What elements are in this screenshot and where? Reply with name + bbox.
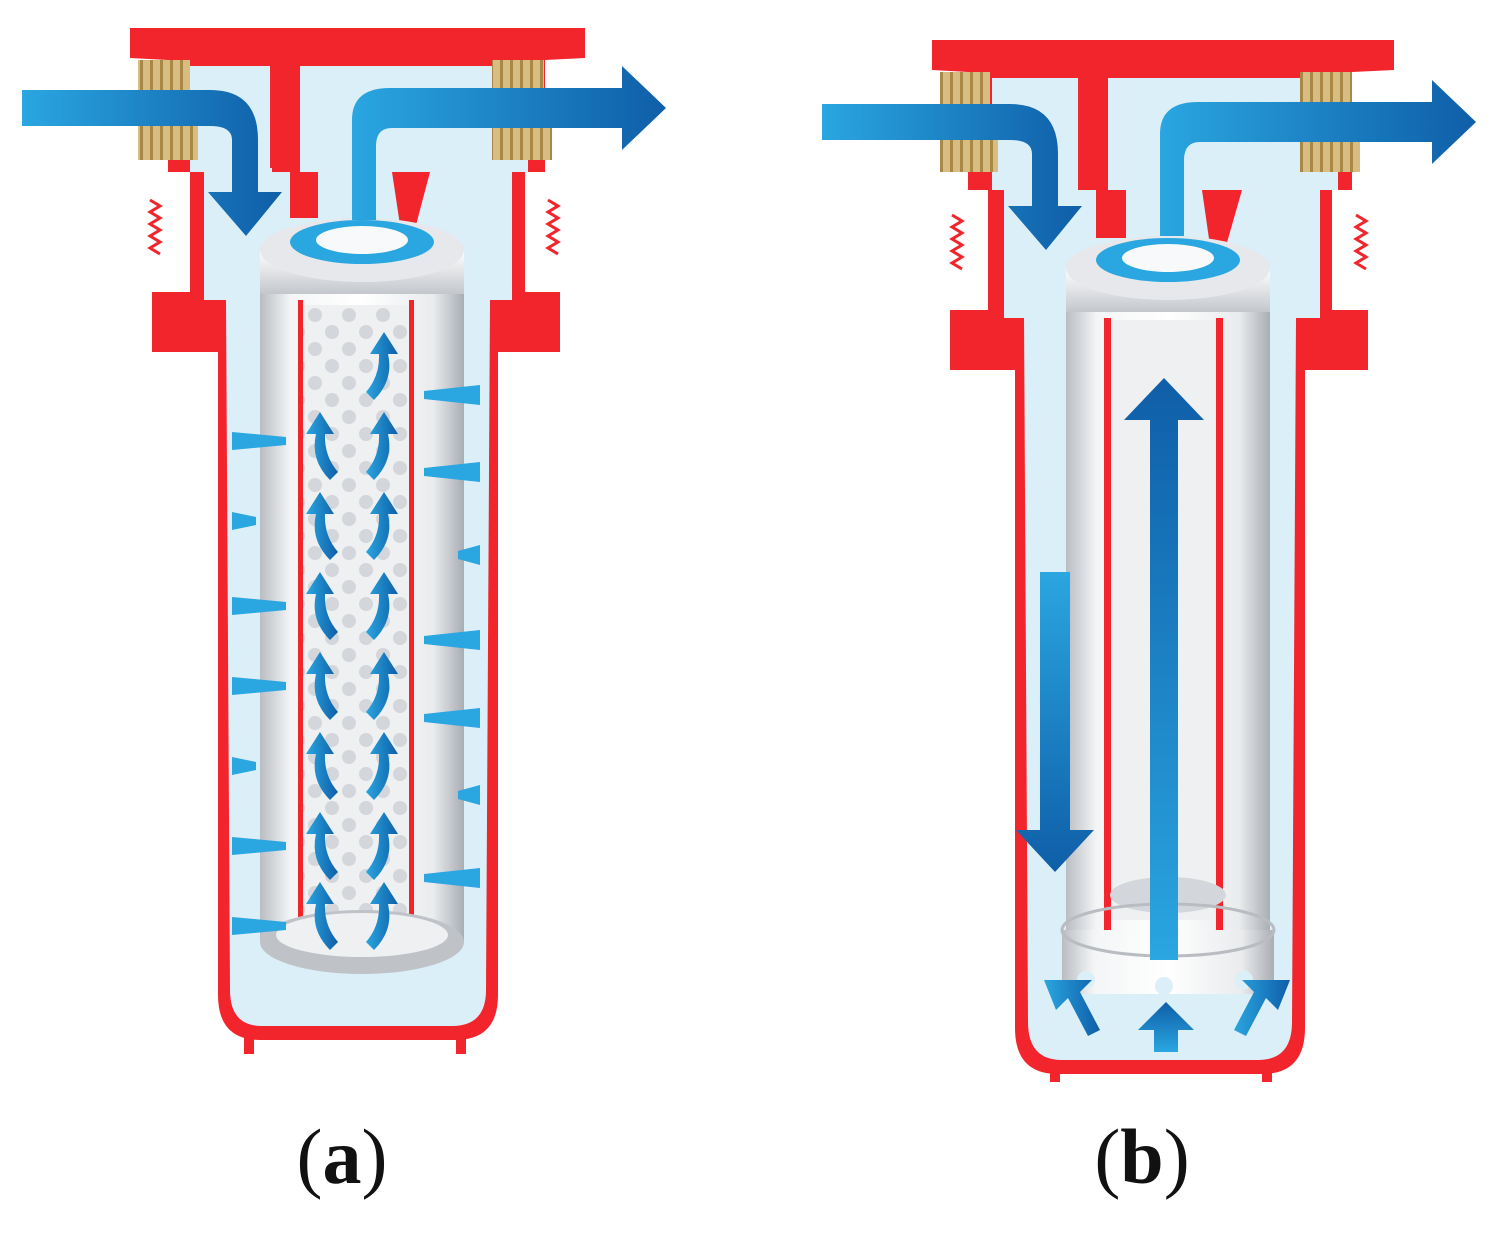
curl-arrow-icon <box>306 882 338 950</box>
flow-dash <box>232 512 256 530</box>
caption-letter: a <box>322 1113 362 1200</box>
flow-dash <box>232 757 256 775</box>
outflow-arrow-icon <box>1160 80 1476 236</box>
flow-dash <box>458 785 480 805</box>
flow-dash <box>232 597 286 615</box>
flow-dash <box>424 708 480 728</box>
curl-arrow-icon <box>366 882 398 950</box>
bottom-right-arrow-icon <box>1234 980 1290 1036</box>
panel-b-caption: (b) <box>1022 1118 1262 1196</box>
flow-dash <box>232 837 286 855</box>
caption-open-paren: ( <box>1094 1113 1121 1200</box>
caption-close-paren: ) <box>361 1113 388 1200</box>
curl-arrow-icon <box>306 812 338 880</box>
flow-dash <box>232 677 286 695</box>
bottom-center-arrow-icon <box>1138 1002 1194 1052</box>
cartridge-icon <box>260 218 464 974</box>
flow-dash <box>458 545 480 565</box>
panel-a-caption: (a) <box>222 1118 462 1196</box>
flow-dash <box>232 432 286 450</box>
curl-arrow-icon <box>306 412 338 480</box>
flow-dash <box>424 462 480 482</box>
caption-close-paren: ) <box>1163 1113 1190 1200</box>
curl-arrow-icon <box>366 332 398 400</box>
panel-a <box>22 28 666 1054</box>
bottom-left-arrow-icon <box>1044 980 1100 1036</box>
curl-arrow-icon <box>366 492 398 560</box>
curl-arrow-icon <box>306 652 338 720</box>
curl-arrow-icon <box>306 732 338 800</box>
curl-arrow-icon <box>366 572 398 640</box>
up-flow-arrow-icon <box>1124 378 1204 960</box>
radial-flow-marks <box>232 385 480 935</box>
bottom-inlet-arrows <box>1044 980 1290 1052</box>
flow-dash <box>232 917 286 935</box>
flow-dash <box>424 630 480 650</box>
inflow-arrow-icon <box>22 90 282 236</box>
caption-letter: b <box>1120 1113 1164 1200</box>
curl-arrow-icon <box>366 812 398 880</box>
curl-arrow-icon <box>306 492 338 560</box>
inflow-arrow-icon <box>822 104 1082 250</box>
curl-arrow-icon <box>306 572 338 640</box>
curl-arrow-icon <box>366 652 398 720</box>
flow-dash <box>424 385 480 405</box>
internal-flow-arrows <box>306 332 398 950</box>
outflow-arrow-icon <box>352 66 666 220</box>
thread-block <box>138 120 198 160</box>
caption-open-paren: ( <box>296 1113 323 1200</box>
curl-arrow-icon <box>366 732 398 800</box>
down-flow-arrow-icon <box>1016 572 1094 872</box>
curl-arrow-icon <box>366 412 398 480</box>
flow-dash <box>424 868 480 888</box>
panel-b <box>822 40 1476 1082</box>
